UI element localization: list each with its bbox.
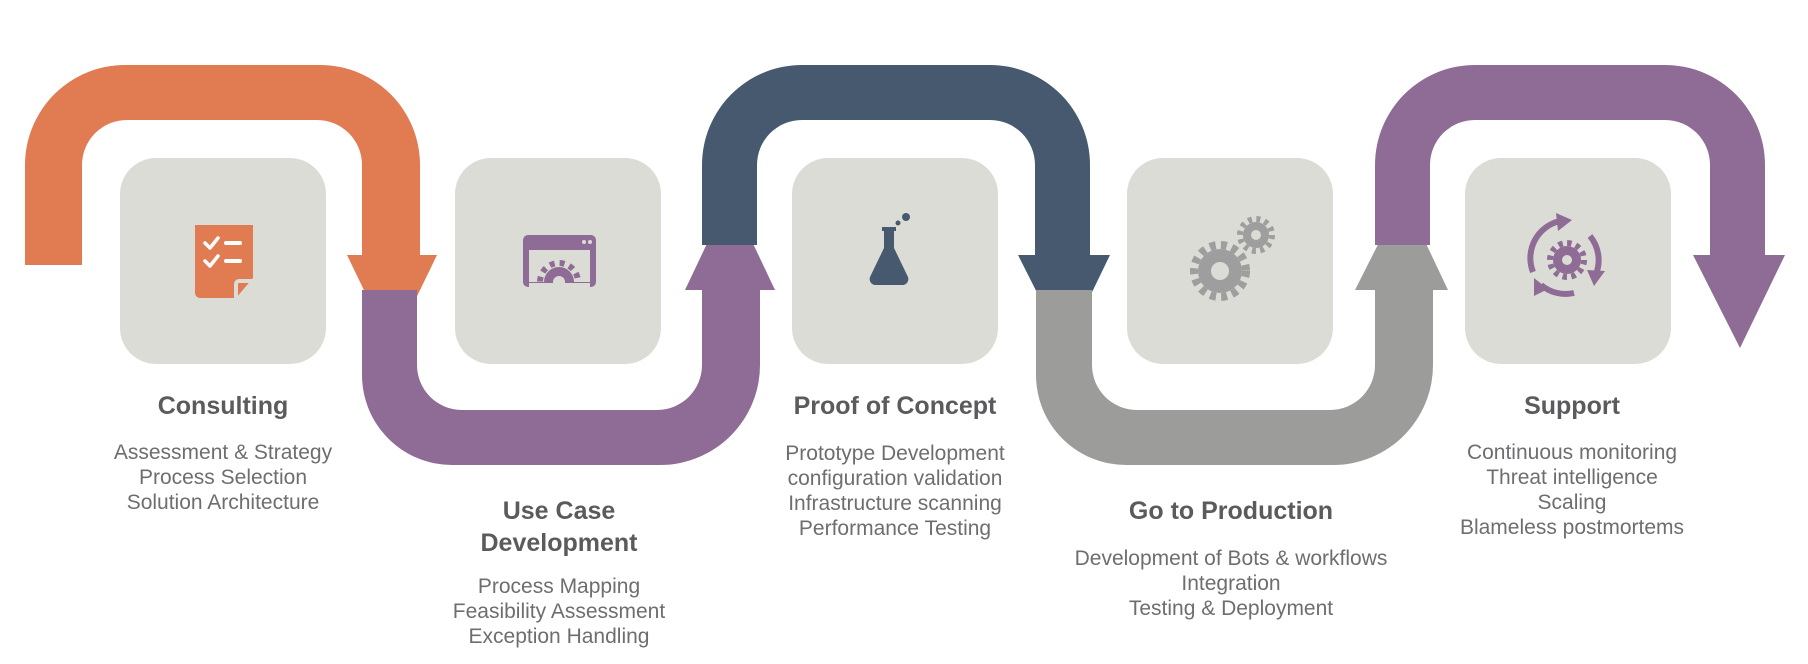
browser-gear-icon <box>523 235 596 305</box>
support-title: Support <box>1524 392 1620 420</box>
support-item: Continuous monitoring <box>1466 441 1678 464</box>
consulting-item: Assessment & Strategy <box>113 441 333 464</box>
flask-icon <box>869 213 910 285</box>
use-case-items: Process Mapping Feasibility Assessment E… <box>379 574 739 649</box>
proof-of-concept-items: Prototype Development configuration vali… <box>715 441 1075 541</box>
consulting-items: Assessment & Strategy Process Selection … <box>43 440 403 515</box>
proof-of-concept-item: configuration validation <box>787 467 1003 490</box>
cycle-gear-icon <box>1527 213 1605 297</box>
support-item: Blameless postmortems <box>1459 516 1685 539</box>
use-case-item: Exception Handling <box>468 625 650 648</box>
go-to-production-item: Testing & Deployment <box>1128 597 1334 620</box>
consulting-item: Solution Architecture <box>126 491 320 514</box>
proof-of-concept-title: Proof of Concept <box>793 392 997 420</box>
support-items: Continuous monitoring Threat intelligenc… <box>1392 440 1752 540</box>
purple-flow-band-2 <box>1375 65 1785 348</box>
proof-of-concept-item: Prototype Development <box>785 442 1005 465</box>
use-case-item: Process Mapping <box>477 575 641 598</box>
support-item: Threat intelligence <box>1486 466 1658 489</box>
go-to-production-items: Development of Bots & workflows Integrat… <box>1051 546 1411 621</box>
use-case-title-line: Development <box>480 529 638 557</box>
proof-of-concept-item: Infrastructure scanning <box>788 492 1002 515</box>
use-case-title-line: Use Case <box>502 497 616 525</box>
gears-icon <box>1190 216 1275 301</box>
consulting-item: Process Selection <box>138 466 308 489</box>
use-case-title: Use Case Development <box>399 495 719 559</box>
use-case-item: Feasibility Assessment <box>452 600 666 623</box>
go-to-production-item: Development of Bots & workflows <box>1074 547 1388 570</box>
support-item: Scaling <box>1537 491 1607 514</box>
checklist-icon <box>195 225 253 298</box>
go-to-production-title: Go to Production <box>1128 497 1334 525</box>
go-to-production-item: Integration <box>1181 572 1281 595</box>
consulting-title: Consulting <box>157 392 289 420</box>
proof-of-concept-item: Performance Testing <box>798 517 992 540</box>
